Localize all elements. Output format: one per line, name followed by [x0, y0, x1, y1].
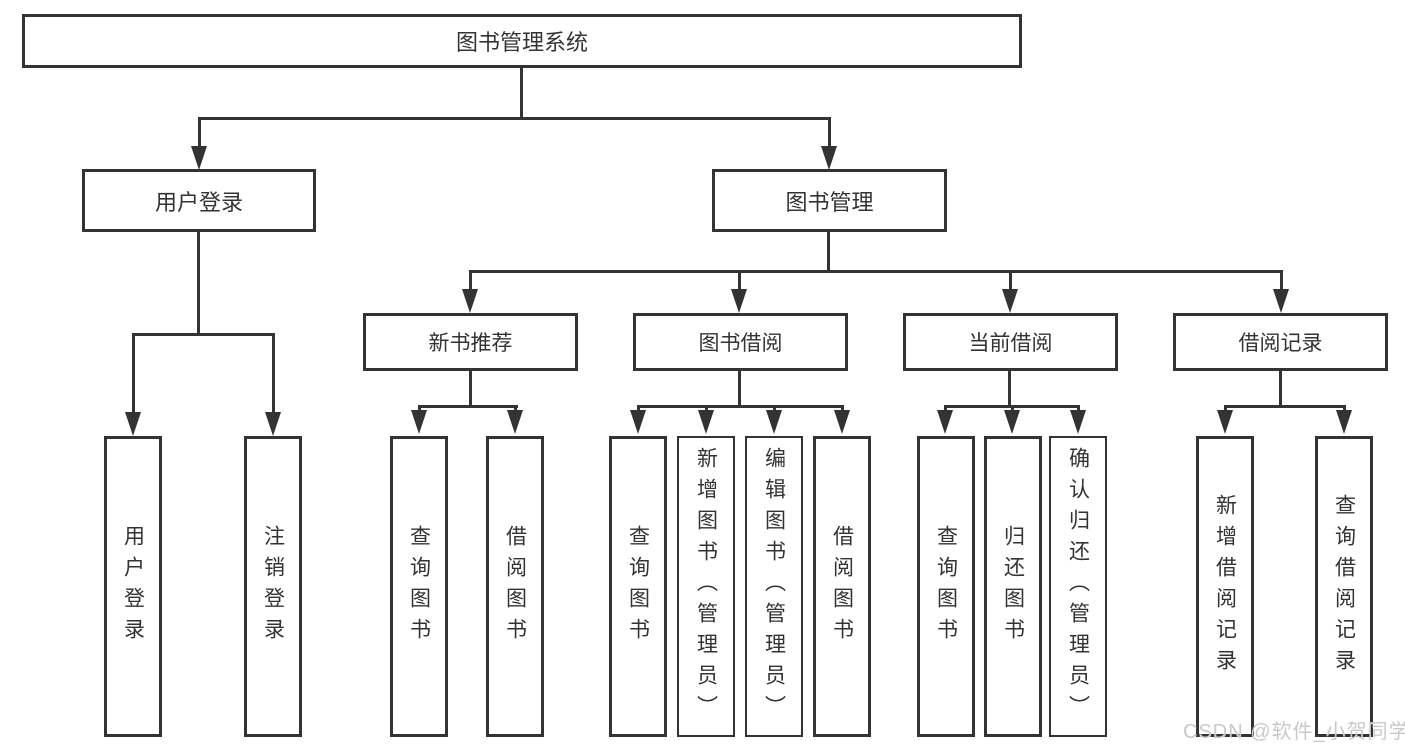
connector-login-stem: [197, 231, 200, 336]
leaf-borrowing-borrow-books: 借阅图书: [813, 436, 871, 737]
connector-stem-borrowing: [738, 270, 741, 290]
leaf-recommend-borrow-books: 借阅图书: [486, 436, 544, 737]
arrowhead-to-leaf-logout: [265, 412, 281, 436]
connector-mgmt-stem: [827, 231, 830, 273]
leaf-user-login: 用户登录: [104, 436, 162, 737]
leaf-current-return-books: 归还图书: [984, 436, 1042, 737]
connector-stem: [1011, 405, 1014, 413]
arrowhead: [507, 410, 523, 434]
node-user-login: 用户登录: [82, 169, 316, 232]
connector-recommend-split: [418, 405, 518, 408]
node-root: 图书管理系统: [22, 14, 1022, 68]
arrowhead: [698, 410, 714, 434]
arrowhead: [630, 410, 646, 434]
connector-root-split: [198, 117, 831, 120]
arrowhead-to-recommend: [462, 289, 478, 313]
arrowhead: [411, 410, 427, 434]
arrowhead: [1217, 410, 1233, 434]
connector-stem: [1077, 405, 1080, 413]
arrowhead-to-records: [1273, 289, 1289, 313]
connector-login-split: [132, 333, 275, 336]
arrowhead: [1336, 410, 1352, 434]
arrowhead-to-user-login: [191, 146, 207, 170]
node-current-borrowing: 当前借阅: [903, 313, 1118, 371]
node-book-management: 图书管理: [712, 169, 947, 232]
connector-stem-user-login: [198, 117, 201, 147]
connector-stem-book-management: [828, 117, 831, 147]
connector-recommend-stem: [469, 370, 472, 408]
connector-current-stem: [1008, 370, 1011, 408]
arrowhead-to-current: [1002, 289, 1018, 313]
node-borrowing-records: 借阅记录: [1173, 313, 1388, 371]
leaf-borrowing-edit-books-admin: 编辑图书（管理员）: [745, 436, 803, 737]
watermark: CSDN @软件_小贺同学: [1183, 721, 1405, 743]
connector-stem: [637, 405, 640, 413]
connector-stem-current: [1009, 270, 1012, 290]
connector-stem: [841, 405, 844, 413]
leaf-recommend-query-books: 查询图书: [390, 436, 448, 737]
connector-stem: [944, 405, 947, 413]
connector-stem: [418, 405, 421, 413]
leaf-current-query-books: 查询图书: [917, 436, 975, 737]
arrowhead-to-book-management: [821, 146, 837, 170]
arrowhead: [834, 410, 850, 434]
connector-stem: [514, 405, 517, 413]
arrowhead-to-borrowing: [731, 289, 747, 313]
connector-records-split: [1224, 405, 1346, 408]
connector-stem-leaf-login: [132, 333, 135, 413]
connector-root-stem: [520, 67, 523, 119]
leaf-records-query-borrow-record: 查询借阅记录: [1315, 436, 1373, 737]
connector-stem-recommend: [469, 270, 472, 290]
leaf-borrowing-add-books-admin: 新增图书（管理员）: [677, 436, 735, 737]
connector-records-stem: [1279, 370, 1282, 408]
arrowhead-to-leaf-login: [125, 412, 141, 436]
connector-stem-records: [1280, 270, 1283, 290]
connector-stem: [773, 405, 776, 413]
node-book-borrowing: 图书借阅: [633, 313, 848, 371]
connector-borrowing-stem: [738, 370, 741, 408]
arrowhead: [937, 410, 953, 434]
arrowhead: [1004, 410, 1020, 434]
leaf-current-confirm-return-admin: 确认归还（管理员）: [1049, 436, 1107, 737]
node-new-book-recommendation: 新书推荐: [363, 313, 578, 371]
arrowhead: [1070, 410, 1086, 434]
connector-stem: [705, 405, 708, 413]
connector-borrowing-split: [637, 405, 844, 408]
connector-mgmt-split: [469, 270, 1283, 273]
connector-stem: [1343, 405, 1346, 413]
leaf-borrowing-query-books: 查询图书: [609, 436, 667, 737]
arrowhead: [766, 410, 782, 434]
leaf-records-add-borrow-record: 新增借阅记录: [1196, 436, 1254, 737]
leaf-logout: 注销登录: [244, 436, 302, 737]
connector-stem-leaf-logout: [272, 333, 275, 413]
connector-stem: [1224, 405, 1227, 413]
